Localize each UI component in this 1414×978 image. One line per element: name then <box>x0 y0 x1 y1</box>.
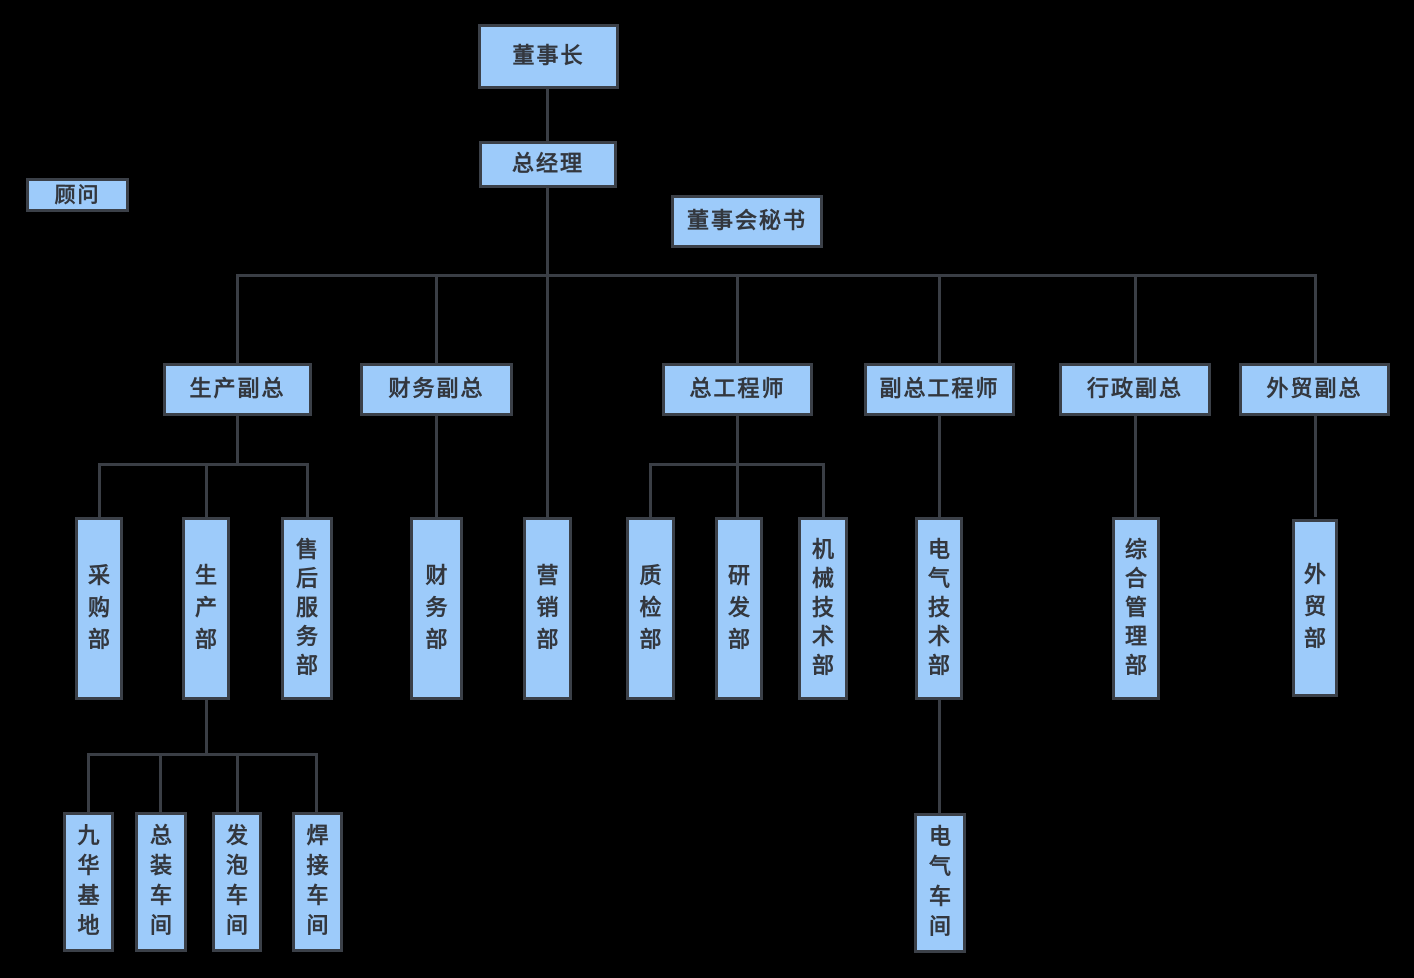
node-general-mgmt-dept: 综合管理部 <box>1112 517 1160 700</box>
node-quality-dept: 质检部 <box>626 517 675 700</box>
node-advisor: 顾问 <box>26 178 129 212</box>
node-label: 研发部 <box>727 563 750 653</box>
node-chief-engineer: 总工程师 <box>662 363 813 416</box>
connector-line <box>1314 274 1317 363</box>
connector-line <box>205 700 208 755</box>
connector-line <box>87 753 318 756</box>
connector-line <box>1134 274 1137 363</box>
node-label: 营销部 <box>536 563 559 653</box>
node-label: 电气技术部 <box>927 537 950 679</box>
node-label: 董事会秘书 <box>686 208 807 234</box>
connector-line <box>205 463 208 517</box>
node-label: 副总工程师 <box>879 376 1000 402</box>
node-deputy-chief-engineer: 副总工程师 <box>864 363 1015 416</box>
node-foreign-trade-dept: 外贸部 <box>1292 519 1338 697</box>
node-electrical-tech-dept: 电气技术部 <box>915 517 963 700</box>
node-production-dept: 生产部 <box>182 517 230 700</box>
node-foreign-trade-vp: 外贸副总 <box>1239 363 1390 416</box>
node-label: 焊接车间 <box>306 824 329 939</box>
node-finance-dept: 财务部 <box>410 517 463 700</box>
node-chairman: 董事长 <box>478 24 619 89</box>
node-mechanical-tech-dept: 机械技术部 <box>798 517 848 700</box>
node-label: 电气车间 <box>928 825 951 940</box>
node-foaming-workshop: 发泡车间 <box>212 812 262 952</box>
node-jiuhua-base: 九华基地 <box>63 812 114 952</box>
node-label: 财务部 <box>425 563 448 653</box>
connector-line <box>236 416 239 465</box>
node-rnd-dept: 研发部 <box>715 517 763 700</box>
node-label: 综合管理部 <box>1124 537 1147 679</box>
node-label: 九华基地 <box>77 824 100 939</box>
node-assembly-workshop: 总装车间 <box>135 812 187 952</box>
connector-line <box>98 463 101 517</box>
connector-line <box>435 416 438 517</box>
node-label: 外贸部 <box>1303 563 1326 652</box>
connector-line <box>736 463 739 517</box>
node-admin-vp: 行政副总 <box>1059 363 1211 416</box>
node-label: 售后服务部 <box>295 537 318 679</box>
connector-line <box>236 274 239 363</box>
node-finance-vp: 财务副总 <box>360 363 513 416</box>
connector-line <box>236 753 239 812</box>
connector-line <box>306 463 309 517</box>
node-label: 采购部 <box>87 563 110 653</box>
connector-line <box>159 753 162 812</box>
connector-line <box>649 463 652 517</box>
connector-line <box>938 274 941 363</box>
node-electrical-workshop: 电气车间 <box>914 813 966 953</box>
node-label: 生产副总 <box>189 376 286 402</box>
node-production-vp: 生产副总 <box>163 363 312 416</box>
connector-line <box>822 463 825 517</box>
connector-line <box>1314 416 1317 517</box>
connector-line <box>98 463 309 466</box>
connector-line <box>435 274 438 363</box>
node-after-sales-dept: 售后服务部 <box>281 517 333 700</box>
node-label: 总工程师 <box>689 376 786 402</box>
connector-line <box>315 753 318 812</box>
connector-line <box>938 700 941 813</box>
connector-line <box>546 188 549 517</box>
connector-line <box>1134 416 1137 517</box>
node-label: 机械技术部 <box>811 537 834 679</box>
node-label: 行政副总 <box>1086 376 1183 402</box>
connector-line <box>236 274 1317 277</box>
connector-line <box>736 274 739 363</box>
node-general-manager: 总经理 <box>479 141 617 188</box>
connector-line <box>87 753 90 812</box>
connector-line <box>938 416 941 517</box>
node-label: 外贸副总 <box>1266 376 1363 402</box>
node-label: 财务副总 <box>388 376 485 402</box>
node-welding-workshop: 焊接车间 <box>292 812 343 952</box>
node-label: 质检部 <box>639 563 662 653</box>
node-label: 顾问 <box>54 182 101 207</box>
connector-line <box>736 416 739 465</box>
node-label: 董事长 <box>512 43 585 69</box>
node-label: 生产部 <box>194 563 217 653</box>
node-marketing-dept: 营销部 <box>523 517 572 700</box>
node-label: 总装车间 <box>149 824 172 939</box>
node-board-secretary: 董事会秘书 <box>671 195 823 248</box>
connector-line <box>546 89 549 141</box>
node-label: 总经理 <box>511 151 584 177</box>
node-label: 发泡车间 <box>225 824 248 939</box>
node-purchasing-dept: 采购部 <box>75 517 123 700</box>
